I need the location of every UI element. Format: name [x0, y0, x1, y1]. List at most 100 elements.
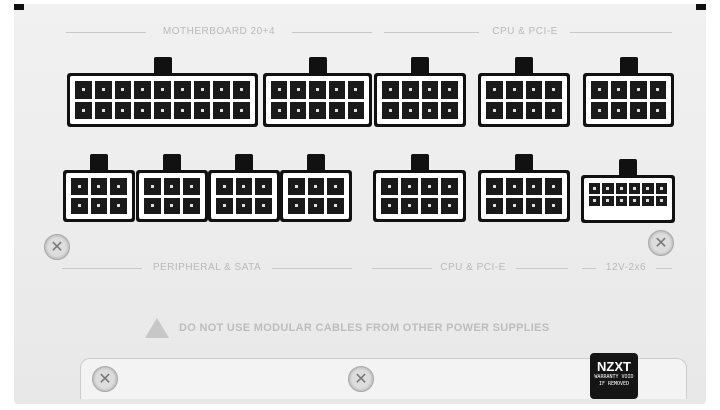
cpu-pcie-connector-2[interactable] — [478, 57, 570, 127]
connector-pin — [110, 178, 127, 195]
screw-icon: ✕ — [92, 366, 118, 392]
connector-pin — [421, 101, 439, 119]
connector-pin — [505, 178, 523, 195]
connector-latch — [307, 154, 325, 170]
divider — [272, 268, 352, 269]
connector-pin — [90, 178, 108, 195]
connector-latch — [163, 154, 181, 170]
cpu-pcie-top-label: CPU & PCI-E — [492, 26, 558, 37]
connector-pin — [545, 81, 562, 99]
connector-pin — [290, 101, 307, 119]
sticker-line-1: WARRANTY VOID — [594, 374, 634, 380]
connector-pin — [327, 178, 344, 195]
peripheral-connector-4[interactable] — [280, 154, 352, 222]
divider — [292, 32, 372, 33]
cpu-pcie-connector-5[interactable] — [478, 154, 570, 222]
12v-2x6-connector[interactable] — [581, 159, 675, 223]
connector-pin — [134, 101, 152, 119]
connector-pin — [193, 101, 211, 119]
connector-pin — [327, 197, 344, 214]
connector-pin — [255, 178, 272, 195]
connector-latch — [619, 159, 637, 175]
divider — [372, 268, 432, 269]
divider — [582, 268, 596, 269]
connector-latch — [515, 154, 533, 170]
connector-pin — [545, 178, 562, 195]
connector-pin — [114, 81, 132, 99]
connector-pin — [655, 183, 667, 194]
screw-icon: ✕ — [648, 230, 674, 256]
connector-pin — [441, 81, 458, 99]
brand-logo: NZXT — [597, 359, 631, 374]
connector-pin — [382, 101, 399, 119]
cpu-pcie-connector-1[interactable] — [374, 57, 466, 127]
divider — [66, 32, 146, 33]
warranty-sticker: NZXT WARRANTY VOID IF REMOVED — [590, 353, 638, 399]
connector-pin — [421, 81, 439, 99]
connector-pin — [216, 197, 233, 214]
cpu-pcie-connector-3[interactable] — [583, 57, 674, 127]
connector-pin — [591, 101, 608, 119]
connector-pin — [173, 101, 191, 119]
connector-pin — [630, 81, 647, 99]
connector-pin — [441, 197, 458, 214]
connector-pin — [235, 197, 253, 214]
connector-pin — [216, 178, 233, 195]
connector-pin — [642, 195, 654, 206]
connector-pin — [545, 197, 562, 214]
connector-pin — [525, 197, 543, 214]
connector-latch — [235, 154, 253, 170]
connector-pin — [271, 81, 288, 99]
connector-pin — [233, 81, 250, 99]
connector-pin — [134, 81, 152, 99]
warning-triangle-icon — [145, 318, 169, 338]
connector-latch — [90, 154, 108, 170]
connector-pin — [71, 178, 88, 195]
connector-pin — [401, 81, 419, 99]
connector-pin — [382, 81, 399, 99]
connector-pin — [589, 183, 601, 194]
connector-pin — [525, 81, 543, 99]
cpu-pcie-connector-4[interactable] — [373, 154, 466, 222]
connector-pin — [486, 178, 503, 195]
peripheral-connector-3[interactable] — [208, 154, 280, 222]
connector-pin — [628, 195, 641, 206]
connector-pin — [401, 178, 418, 195]
connector-latch — [153, 57, 172, 73]
12v-2x6-label: 12V-2x6 — [605, 262, 647, 273]
connector-pin — [486, 101, 503, 119]
connector-pin — [505, 81, 523, 99]
connector-pin — [75, 81, 92, 99]
connector-pin — [154, 81, 171, 99]
connector-pin — [649, 81, 666, 99]
connector-pin — [610, 81, 627, 99]
connector-pin — [309, 81, 326, 99]
connector-pin — [75, 101, 92, 119]
connector-pin — [486, 197, 503, 214]
connector-pin — [328, 81, 345, 99]
connector-pin — [235, 178, 253, 195]
warning-notice: DO NOT USE MODULAR CABLES FROM OTHER POW… — [145, 318, 549, 338]
divider — [656, 268, 672, 269]
peripheral-connector-1[interactable] — [63, 154, 135, 222]
connector-pin — [421, 197, 438, 214]
connector-pin — [591, 81, 608, 99]
peripheral-connector-2[interactable] — [136, 154, 208, 222]
divider — [62, 268, 142, 269]
cpu-pcie-bottom-label: CPU & PCI-E — [440, 262, 506, 273]
motherboard-connector-main[interactable] — [67, 57, 258, 127]
divider — [384, 32, 479, 33]
connector-pin — [90, 197, 108, 214]
connector-pin — [589, 195, 601, 206]
connector-pin — [486, 81, 503, 99]
connector-pin — [173, 81, 191, 99]
motherboard-connector-aux[interactable] — [263, 57, 372, 127]
connector-pin — [381, 197, 398, 214]
panel-corner — [696, 4, 706, 10]
connector-pin — [615, 183, 627, 194]
connector-pin — [288, 178, 305, 195]
connector-pin — [271, 101, 288, 119]
connector-latch — [308, 57, 327, 73]
connector-pin — [213, 101, 231, 119]
connector-pin — [545, 101, 562, 119]
